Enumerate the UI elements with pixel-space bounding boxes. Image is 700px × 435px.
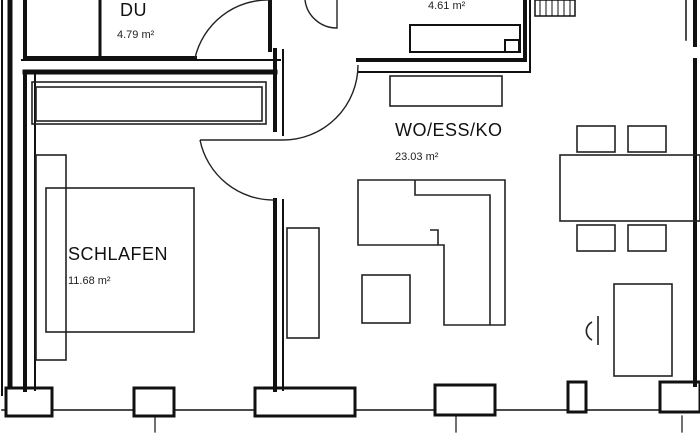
label-living: WO/ESS/KO 23.03 m²: [395, 120, 503, 163]
room-name-shower: DU: [120, 0, 147, 20]
dining-table: [559, 154, 700, 222]
exterior-wall-bottom: [1, 380, 700, 433]
bed: [45, 187, 195, 333]
bedroom-furniture: [31, 81, 267, 361]
room-name-bedroom: SCHLAFEN: [68, 244, 168, 264]
label-bath: 4.61 m²: [428, 0, 466, 12]
room-name-living: WO/ESS/KO: [395, 120, 503, 140]
room-area-bath: 4.61 m²: [428, 0, 466, 12]
bedroom-right-wall: [273, 198, 284, 392]
bath-walls: [356, 0, 576, 73]
label-bedroom: SCHLAFEN 11.68 m²: [68, 244, 168, 287]
doors: [194, 0, 359, 201]
label-shower: DU 4.79 m²: [117, 0, 155, 41]
exterior-wall-right: [685, 0, 697, 387]
shower-room-walls: [23, 0, 272, 60]
room-area-bedroom: 11.68 m²: [68, 275, 111, 287]
room-area-living: 23.03 m²: [395, 151, 439, 163]
room-area-shower: 4.79 m²: [117, 29, 155, 41]
living-furniture: [286, 75, 700, 377]
bedroom-top-wall: [21, 48, 284, 392]
exterior-wall-left: [1, 0, 13, 398]
